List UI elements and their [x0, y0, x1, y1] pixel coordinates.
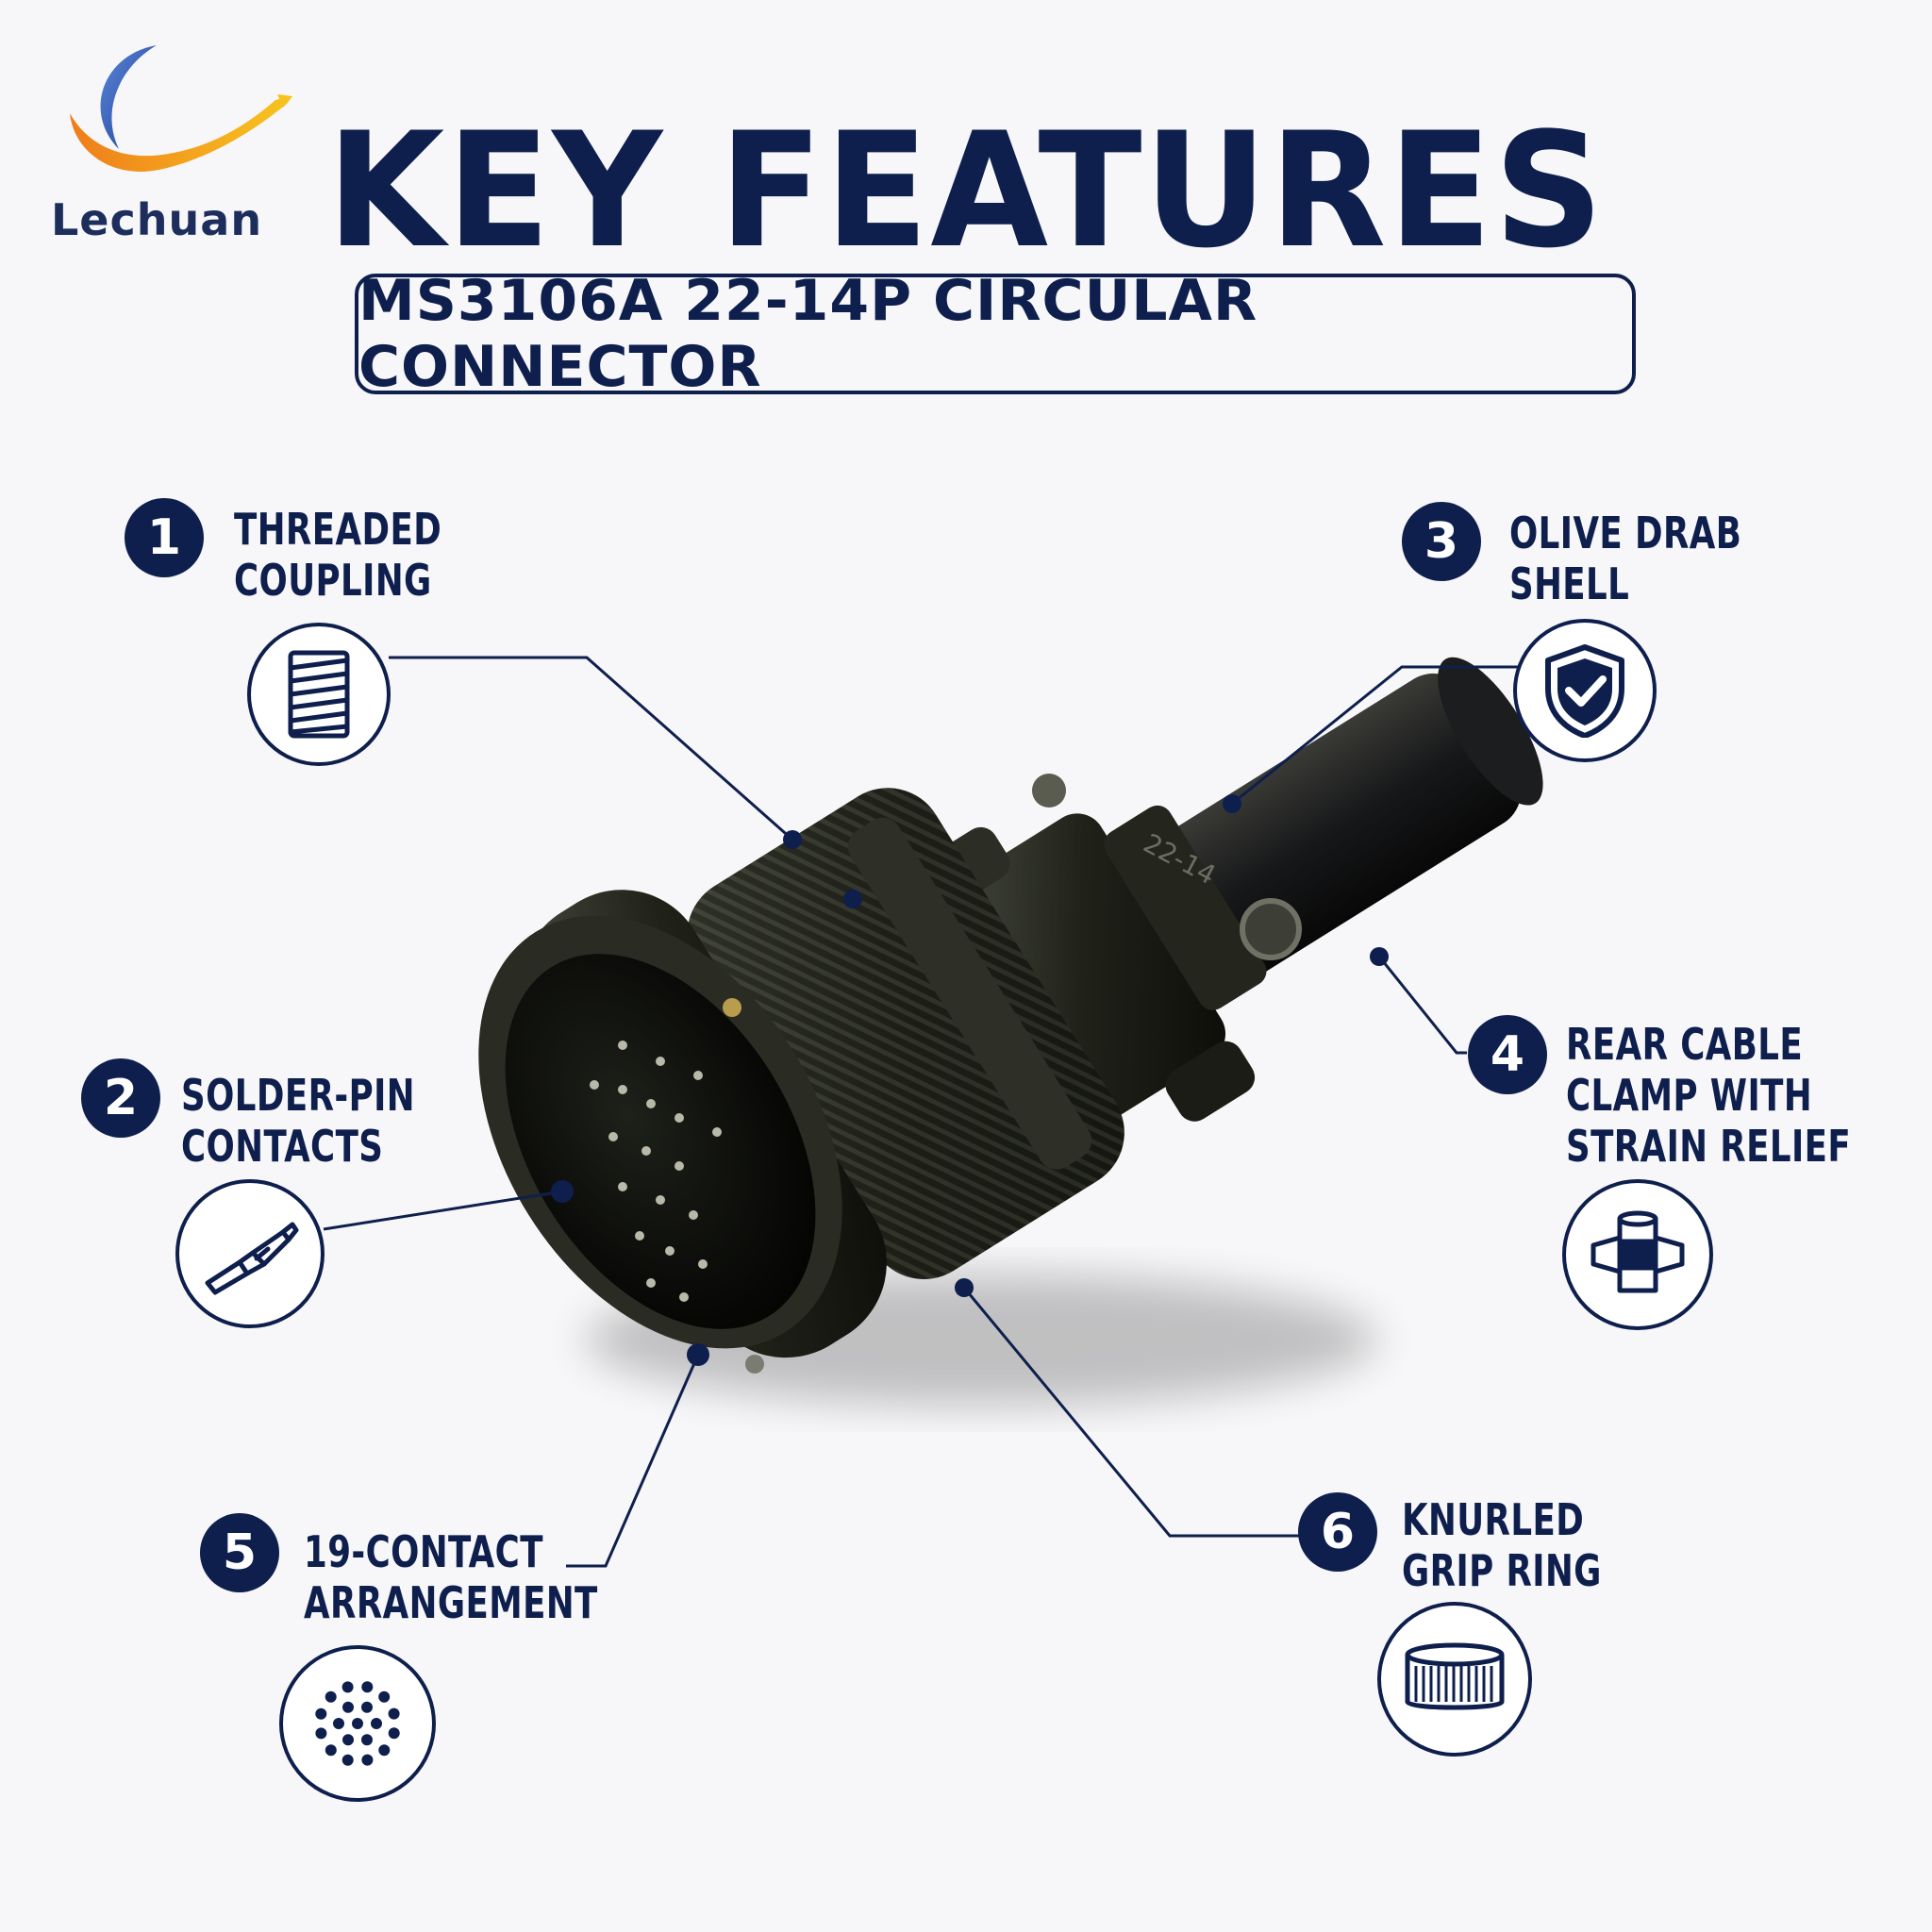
shield-check-icon: [1545, 644, 1624, 738]
contact-pin: [618, 1041, 627, 1050]
contact-pin: [698, 1259, 708, 1269]
solder-pin-icon: [205, 1222, 299, 1295]
feature-4-icon-circle: [1562, 1179, 1713, 1330]
contact-pins: [590, 1041, 722, 1302]
feature-2-icon-circle: [175, 1179, 325, 1328]
contact-pin: [656, 1057, 665, 1066]
contact-dot: [361, 1701, 373, 1713]
contact-dot: [341, 1681, 354, 1693]
feature-5-label: 19-CONTACT ARRANGEMENT: [304, 1526, 598, 1628]
feature-3-number: 3: [1402, 502, 1481, 581]
product-subtitle-box: MS3106A 22-14P CIRCULAR CONNECTOR: [355, 268, 1636, 400]
contact-pin: [656, 1195, 665, 1205]
feature-1-icon-circle: [247, 623, 391, 766]
contact-dot: [325, 1690, 337, 1703]
contact-dot: [388, 1707, 400, 1720]
feature-5-number: 5: [200, 1513, 279, 1592]
contact-dot: [371, 1718, 382, 1729]
contact-dot: [342, 1701, 354, 1713]
contact-dot: [315, 1727, 327, 1740]
feature-2-number: 2: [81, 1058, 160, 1138]
feature-4-number: 4: [1468, 1015, 1547, 1094]
contact-pin: [693, 1071, 703, 1080]
contact-dot: [378, 1744, 391, 1757]
contact-dot: [388, 1727, 400, 1740]
feature-6-icon-circle: [1377, 1602, 1532, 1757]
contact-pin: [641, 1146, 651, 1156]
knurled-ring-icon: [1405, 1642, 1505, 1710]
contact-dot: [361, 1734, 373, 1746]
contact-dot: [378, 1690, 391, 1703]
product-subtitle: MS3106A 22-14P CIRCULAR CONNECTOR: [358, 268, 1258, 400]
contact-pin: [712, 1127, 722, 1137]
feature-3-icon-circle: [1513, 619, 1657, 762]
feature-3-label: OLIVE DRAB SHELL: [1509, 508, 1742, 609]
contact-pin: [679, 1292, 689, 1302]
feature-5-icon-circle: [279, 1645, 436, 1802]
contact-pin: [675, 1161, 684, 1171]
feature-1-number: 1: [125, 498, 204, 577]
contact-pin: [665, 1246, 675, 1256]
knurled-coupling-ring: [687, 788, 1124, 1279]
clamp-screw: [1240, 898, 1302, 960]
contact-dot: [315, 1707, 327, 1720]
cable-clamp-icon: [1591, 1210, 1685, 1293]
contact-dot: [352, 1718, 363, 1729]
clamp-screw-top: [1032, 774, 1066, 808]
contact-dot: [361, 1754, 374, 1766]
contact-dot: [325, 1744, 337, 1757]
contact-pin: [689, 1210, 698, 1220]
page-title: KEY FEATURES: [326, 98, 1606, 283]
logo-mark-icon: [70, 45, 292, 172]
threaded-coupling-icon: [288, 650, 350, 739]
contact-pin: [646, 1278, 656, 1288]
brand-logo: Lechuan: [45, 38, 309, 264]
brand-name: Lechuan: [51, 194, 263, 245]
contact-pin: [675, 1113, 684, 1123]
contact-array-icon: [315, 1681, 400, 1766]
contact-dot: [341, 1754, 354, 1766]
contact-pin: [590, 1080, 599, 1090]
locking-pin: [723, 998, 741, 1017]
feature-6-number: 6: [1298, 1492, 1377, 1572]
contact-dot: [361, 1681, 374, 1693]
contact-pin: [635, 1231, 644, 1241]
contact-pin: [646, 1099, 656, 1108]
contact-dot: [342, 1734, 354, 1746]
feature-1-label: THREADED COUPLING: [234, 504, 442, 606]
feature-4-label: REAR CABLE CLAMP WITH STRAIN RELIEF: [1566, 1019, 1852, 1172]
contact-pin: [618, 1182, 627, 1191]
contact-pin: [608, 1132, 618, 1141]
feature-6-label: KNURLED GRIP RING: [1402, 1494, 1602, 1596]
connector-face: [505, 954, 816, 1329]
feature-2-label: SOLDER-PIN CONTACTS: [181, 1070, 416, 1172]
contact-pin: [618, 1085, 627, 1094]
contact-dot: [333, 1718, 344, 1729]
guide-pin: [745, 1355, 764, 1374]
